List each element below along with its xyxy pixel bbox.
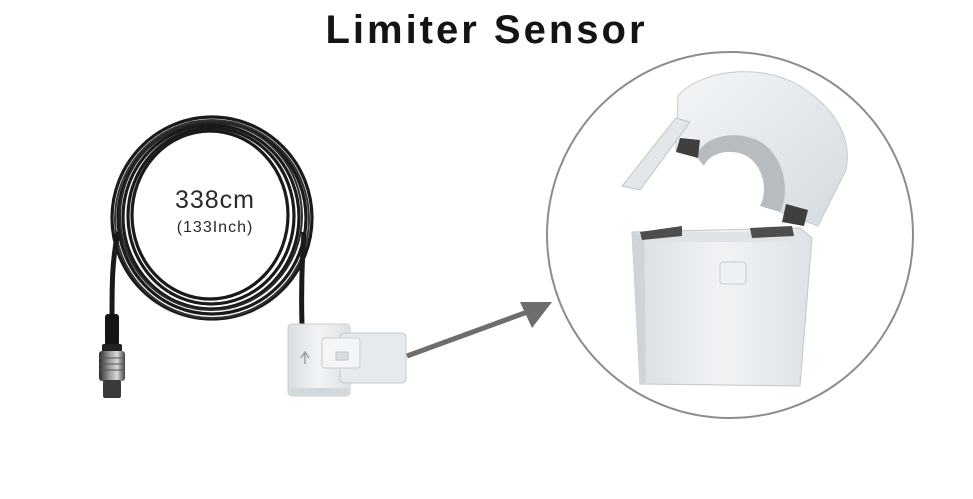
page-title: Limiter Sensor bbox=[325, 8, 648, 52]
cable-coil bbox=[110, 115, 314, 321]
large-sensor bbox=[621, 71, 848, 387]
cable-length-label: 338cm (133Inch) bbox=[140, 186, 290, 237]
cable-length-inch: (133Inch) bbox=[176, 219, 254, 236]
small-sensor bbox=[287, 323, 407, 397]
cable-lead-right bbox=[299, 231, 307, 326]
aviation-connector bbox=[99, 314, 125, 398]
cable-length-cm: 338cm bbox=[174, 186, 256, 214]
arrow-icon bbox=[406, 302, 552, 359]
cable-lead-left bbox=[109, 231, 121, 319]
